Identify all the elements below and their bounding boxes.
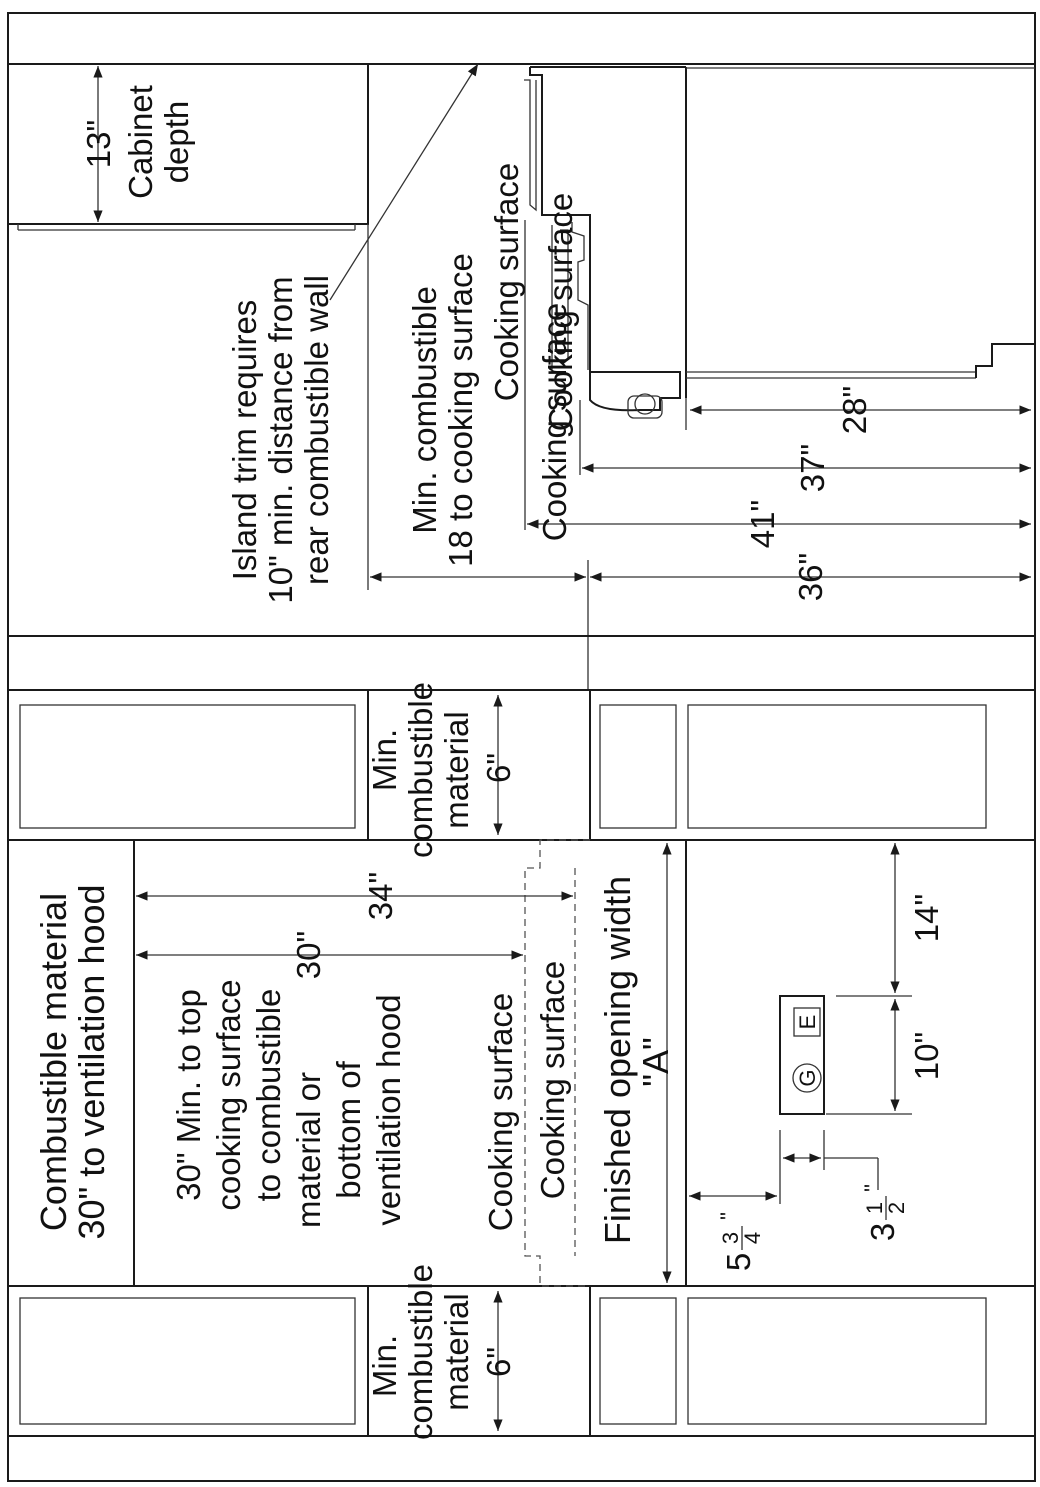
top-note-5: bottom of: [330, 1060, 367, 1198]
electrical-outlet: [779, 995, 825, 1115]
finished-width-1: Finished opening width: [597, 876, 638, 1244]
range-dashed-outline: [524, 839, 590, 1287]
range-side-profile: [524, 66, 1035, 419]
dim-5-num: 3: [718, 1232, 743, 1244]
dim-5-unit: ": [716, 1212, 741, 1220]
dim-3-unit: ": [860, 1184, 885, 1192]
right-cabinets: [8, 690, 1035, 841]
dim-3-num: 1: [862, 1202, 887, 1214]
dim-6-right-label: 6": [480, 753, 517, 783]
cabinet-dim-label: 13": [80, 120, 117, 168]
min-comb-left-3: material: [438, 1293, 475, 1410]
labels: 13" Cabinet depth Island trim requires 1…: [33, 85, 945, 1440]
dim-14-label: 14": [908, 894, 945, 942]
cooking-surface-d: Cooking surface: [482, 993, 519, 1231]
dim-36-label: 36": [792, 553, 829, 601]
hood-note-1: Combustible material: [33, 893, 74, 1231]
hood-note-2: 30" to ventilation hood: [71, 884, 112, 1239]
island-note-1: Island trim requires: [226, 300, 263, 581]
cooking-surface-c: Cooking surface: [536, 303, 573, 541]
left-cabinets: [8, 1285, 1035, 1436]
dim-41-label: 41": [744, 500, 781, 548]
top-note-2: cooking surface: [210, 979, 247, 1210]
dim-5-whole: 5: [720, 1253, 757, 1271]
outlet-g-label: G: [795, 1069, 820, 1086]
front-view: [7, 635, 1036, 1482]
upper-cabinet: [7, 63, 369, 225]
cabinet-depth-label-2: depth: [158, 101, 195, 184]
finished-width-2: "A": [635, 1037, 676, 1087]
dim-30-label: 30": [290, 931, 327, 979]
dim-5-den: 4: [740, 1232, 765, 1244]
min-comb-right-1: Min.: [366, 729, 403, 791]
min-comb-side-1: Min. combustible: [406, 286, 443, 534]
dim-3-den: 2: [884, 1202, 909, 1214]
dim-6-left-label: 6": [480, 1347, 517, 1377]
top-note-1: 30" Min. to top: [170, 989, 207, 1201]
cooking-surface-e: Cooking surface: [534, 961, 571, 1199]
island-note-3: rear combustible wall: [298, 275, 335, 585]
min-comb-right-3: material: [438, 711, 475, 828]
min-comb-left-1: Min.: [366, 1335, 403, 1397]
top-note-4: material or: [290, 1072, 327, 1228]
min-comb-right-2: combustible: [402, 682, 439, 858]
dim-10-label: 10": [908, 1032, 945, 1080]
dim-3-whole: 3: [864, 1223, 901, 1241]
cooking-surface-b: Cooking surface: [542, 193, 579, 431]
dim-37-label: 37": [794, 444, 831, 492]
top-note-3: to combustible: [250, 989, 287, 1202]
dim-28-label: 28": [836, 386, 873, 434]
dim-34-label: 34": [362, 872, 399, 920]
cabinet-depth-label: Cabinet: [122, 85, 159, 199]
min-comb-side-2: 18 to cooking surface: [442, 253, 479, 567]
island-note-2: 10" min. distance from: [262, 276, 299, 603]
side-view: [7, 63, 1035, 690]
min-comb-left-2: combustible: [402, 1264, 439, 1440]
outlet-e-label: E: [795, 1015, 820, 1030]
cooking-surface-a: Cooking surface: [488, 163, 525, 401]
top-note-6: ventilation hood: [370, 994, 407, 1225]
